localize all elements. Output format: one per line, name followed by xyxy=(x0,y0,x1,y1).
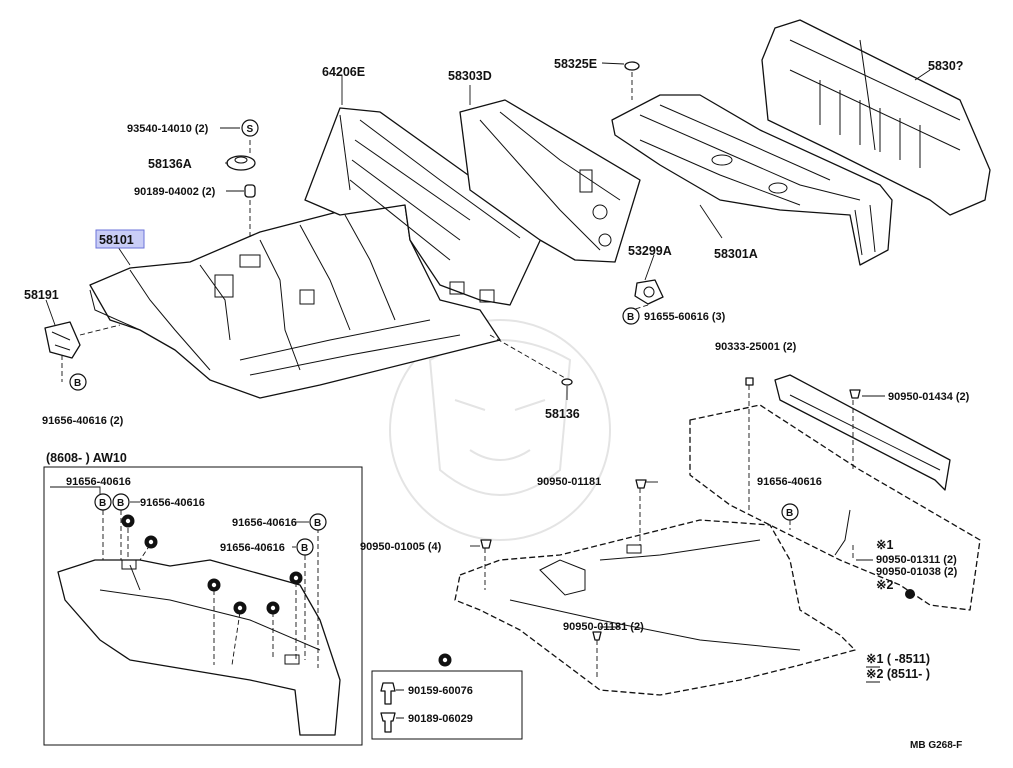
label-90950-01005: 90950-01005 (4) xyxy=(360,541,442,553)
label-58136A: 58136A xyxy=(148,157,192,171)
label-58325E: 58325E xyxy=(554,57,597,71)
label-90333: 90333-25001 (2) xyxy=(715,341,797,353)
label-64206E: 64206E xyxy=(322,65,365,79)
label-90189-04002: 90189-04002 (2) xyxy=(134,186,216,198)
svg-text:B: B xyxy=(301,543,308,554)
footer-code: MB G268-F xyxy=(910,740,962,751)
svg-text:B: B xyxy=(314,518,321,529)
panel-58303D xyxy=(459,99,641,263)
leader-lines-top xyxy=(45,62,931,400)
insulator-rear xyxy=(689,374,981,611)
inset-aw10: (8608- ) AW10 B B B B xyxy=(43,451,363,746)
inset-label-3: 91656-40616 xyxy=(232,517,297,529)
clip-icons-bottom: B xyxy=(480,377,915,641)
label-5830x: 5830? xyxy=(928,59,963,73)
label-53299A: 53299A xyxy=(628,244,672,258)
label-91655: 91655-60616 (3) xyxy=(644,311,726,323)
panel-5830x xyxy=(761,19,991,216)
legend: ※1 ( -8511) ※2 (8511- ) xyxy=(866,652,930,683)
label-58303D: 58303D xyxy=(448,69,492,83)
fastener-box: 90159-60076 90189-06029 xyxy=(371,653,523,740)
legend-item-1: ※1 ( -8511) xyxy=(866,652,930,666)
label-star1: ※1 xyxy=(876,538,893,552)
legend-item-2: ※2 (8511- ) xyxy=(866,667,930,681)
label-91656-left: 91656-40616 (2) xyxy=(42,415,124,427)
leader-lines-bottom xyxy=(470,385,918,678)
plug-58136 xyxy=(561,378,573,386)
plug-58325E xyxy=(624,61,640,71)
label-91656-right: 91656-40616 xyxy=(757,476,822,488)
panel-64206E xyxy=(304,107,546,306)
symbol-b-91655: B xyxy=(622,307,640,325)
label-93540: 93540-14010 (2) xyxy=(127,123,209,135)
inset-label-4: 91656-40616 xyxy=(220,542,285,554)
symbol-b-91656-left: B xyxy=(69,373,87,391)
inset-title: (8608- ) AW10 xyxy=(46,451,127,465)
label-58136: 58136 xyxy=(545,407,580,421)
bracket-58191 xyxy=(44,321,81,359)
label-90950-01311: 90950-01311 (2) xyxy=(876,554,957,566)
insulator-front xyxy=(454,519,856,696)
floor-pan-main xyxy=(89,204,501,399)
grommet-58136A xyxy=(226,155,256,171)
svg-text:B: B xyxy=(74,378,81,389)
label-90950-01038: 90950-01038 (2) xyxy=(876,566,958,578)
svg-text:B: B xyxy=(786,508,793,519)
inset-label-2: 91656-40616 xyxy=(140,497,205,509)
label-90950-01181-b: 90950-01181 (2) xyxy=(563,621,644,633)
plug-90189-04002 xyxy=(244,184,256,198)
label-90950-01181-a: 90950-01181 xyxy=(537,476,601,488)
label-58301A: 58301A xyxy=(714,247,758,261)
svg-text:B: B xyxy=(99,498,106,509)
svg-text:B: B xyxy=(627,312,634,323)
label-58191: 58191 xyxy=(24,288,59,302)
nut-icon-group xyxy=(121,514,303,615)
symbol-s-93540: S xyxy=(241,119,259,137)
label-58101: 58101 xyxy=(99,233,134,247)
fastener-label-1: 90159-60076 xyxy=(408,685,473,697)
gasket-53299A xyxy=(634,279,664,305)
label-90950-01434: 90950-01434 (2) xyxy=(888,391,970,403)
label-star2: ※2 xyxy=(876,578,893,592)
watermark xyxy=(389,319,611,541)
floor-58301A xyxy=(611,94,893,266)
fastener-label-2: 90189-06029 xyxy=(408,713,473,725)
svg-text:B: B xyxy=(117,498,124,509)
highlight-58101 xyxy=(95,229,145,249)
svg-text:S: S xyxy=(247,124,254,135)
inset-label-1: 91656-40616 xyxy=(66,476,131,488)
